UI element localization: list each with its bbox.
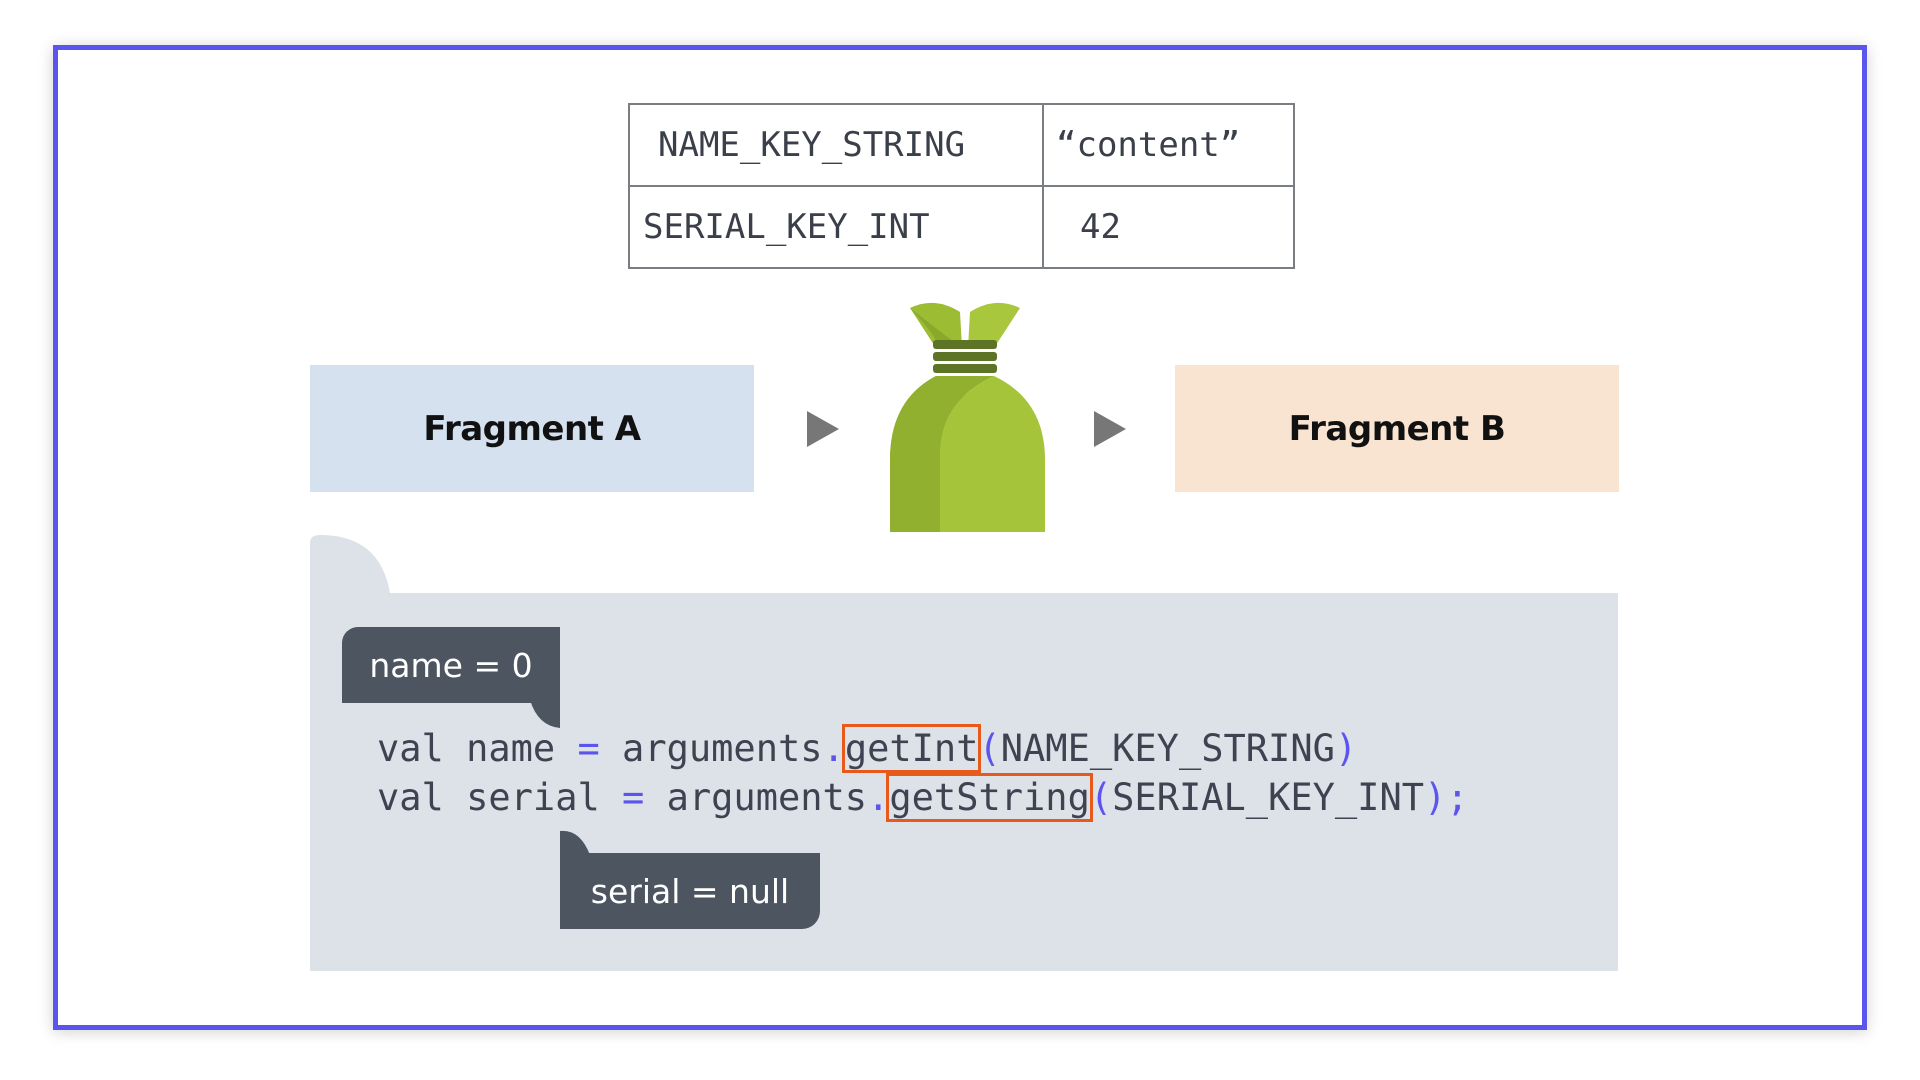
callout-label: serial = null	[590, 871, 790, 911]
code-operator: (	[978, 727, 1001, 770]
callout-tail	[560, 830, 590, 855]
serial-result-callout: serial = null	[560, 853, 820, 929]
highlighted-method-getint: getInt	[841, 724, 982, 773]
code-operator: .	[867, 776, 890, 819]
value-label: 42	[1080, 207, 1121, 247]
code-text: SERIAL_KEY_INT	[1112, 776, 1425, 819]
code-operator: );	[1424, 776, 1469, 819]
table-row: SERIAL_KEY_INT 42	[628, 185, 1295, 269]
bundle-contents-table: NAME_KEY_STRING “content” SERIAL_KEY_INT…	[628, 103, 1295, 269]
table-cell-key: NAME_KEY_STRING	[628, 103, 1044, 187]
code-line-1: val name = arguments.getInt(NAME_KEY_STR…	[377, 724, 1358, 773]
bundle-bag-icon	[890, 302, 1045, 532]
table-cell-value: 42	[1042, 185, 1295, 269]
code-text: NAME_KEY_STRING	[1000, 727, 1335, 770]
value-label: “content”	[1056, 125, 1241, 165]
key-label: SERIAL_KEY_INT	[643, 207, 930, 247]
callout-tail	[530, 700, 560, 728]
code-operator: .	[822, 727, 845, 770]
play-arrow-icon	[1094, 411, 1126, 447]
code-operator: (	[1089, 776, 1113, 819]
table-cell-key: SERIAL_KEY_INT	[628, 185, 1044, 269]
code-text: arguments	[599, 727, 823, 770]
fragment-b-box: Fragment B	[1175, 365, 1619, 492]
code-text: val serial	[377, 776, 623, 819]
fragment-a-box: Fragment A	[310, 365, 754, 492]
play-arrow-icon	[807, 411, 839, 447]
code-line-2: val serial = arguments.getString(SERIAL_…	[377, 773, 1469, 822]
code-operator: =	[577, 727, 600, 770]
highlighted-method-getstring: getString	[886, 773, 1093, 822]
callout-label: name = 0	[369, 645, 533, 685]
code-operator: )	[1334, 727, 1358, 770]
code-text: arguments	[644, 776, 868, 819]
key-label: NAME_KEY_STRING	[658, 125, 966, 165]
code-text: val name	[377, 727, 578, 770]
code-operator: =	[622, 776, 645, 819]
table-cell-value: “content”	[1042, 103, 1295, 187]
table-row: NAME_KEY_STRING “content”	[628, 103, 1295, 187]
name-result-callout: name = 0	[342, 627, 560, 703]
